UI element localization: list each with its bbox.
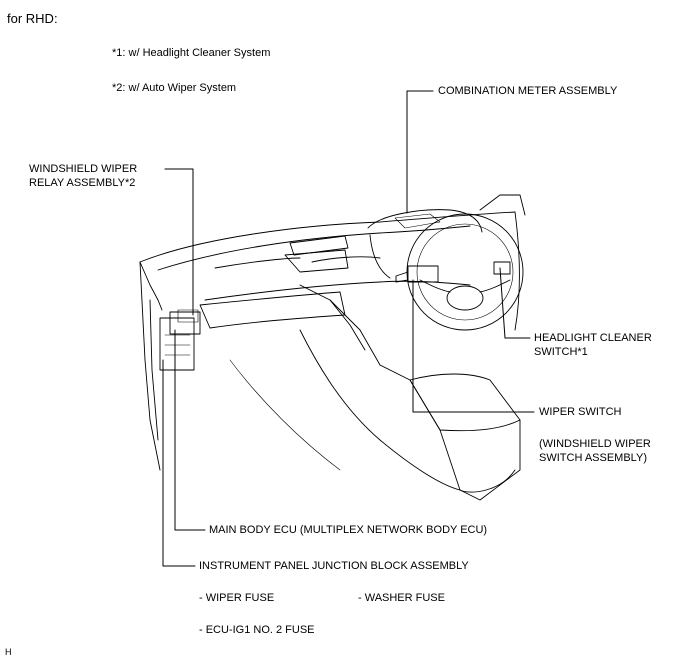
leader-headlight-cleaner	[499, 267, 531, 339]
label-junction-block: INSTRUMENT PANEL JUNCTION BLOCK ASSEMBLY	[199, 560, 469, 572]
main-body-ecu-box	[169, 311, 201, 335]
page-heading: for RHD:	[7, 11, 58, 26]
center-vent-right	[311, 256, 381, 263]
floor-console-side	[379, 364, 521, 501]
center-vent-left	[284, 249, 349, 273]
dashboard-left-end	[139, 261, 163, 311]
defroster-vent	[289, 235, 349, 256]
fuse-ecu-ig1: - ECU-IG1 NO. 2 FUSE	[199, 624, 315, 636]
meter-assembly-outline	[394, 213, 441, 229]
floor-console-top	[409, 373, 521, 432]
upper-trim-line	[214, 257, 301, 269]
leader-wiper-relay	[164, 168, 194, 316]
steering-wheel-outer	[406, 213, 524, 331]
steering-spoke-right	[479, 279, 511, 293]
note-headlight-cleaner: *1: w/ Headlight Cleaner System	[112, 47, 271, 59]
dashboard-top-edge	[139, 211, 516, 263]
label-wiper-relay-line1: WINDSHIELD WIPER	[29, 163, 138, 175]
fuse-washer: - WASHER FUSE	[358, 592, 445, 604]
center-console-top	[299, 284, 381, 366]
label-wiper-switch-assy-line1: (WINDSHIELD WIPER	[539, 438, 651, 450]
label-headlight-cleaner-line1: HEADLIGHT CLEANER	[534, 332, 652, 344]
wiper-switch-stalk	[395, 271, 409, 283]
fuse-wiper: - WIPER FUSE	[199, 592, 275, 604]
leader-junction-block	[162, 359, 196, 567]
headlight-cleaner-switch-body	[493, 261, 511, 275]
driver-door-line	[479, 194, 526, 216]
label-wiper-switch: WIPER SWITCH	[539, 406, 622, 418]
leader-main-body-ecu	[174, 329, 206, 531]
label-headlight-cleaner-line2: SWITCH*1	[534, 346, 588, 358]
junction-block-box	[159, 317, 195, 371]
steering-wheel-inner	[416, 223, 514, 321]
dashboard-right-edge	[514, 211, 520, 331]
wiper-relay-box	[177, 309, 199, 323]
leader-wiper-switch	[412, 279, 535, 413]
left-kick-panel	[139, 261, 161, 471]
left-door-trim	[149, 299, 159, 441]
floor-console-front	[459, 469, 516, 493]
carpet-line	[229, 359, 341, 471]
note-auto-wiper: *2: w/ Auto Wiper System	[112, 82, 237, 94]
floor-line-left	[299, 329, 461, 491]
steering-spoke-left	[419, 279, 451, 293]
steering-hub	[446, 285, 484, 311]
wiper-switch-body	[407, 265, 439, 283]
label-combination-meter: COMBINATION METER ASSEMBLY	[438, 85, 618, 97]
leader-combination-meter	[406, 90, 434, 214]
meter-hood	[367, 209, 483, 233]
center-console-side	[329, 299, 366, 351]
label-main-body-ecu: MAIN BODY ECU (MULTIPLEX NETWORK BODY EC…	[209, 524, 488, 536]
dashboard-lower-edge	[204, 280, 471, 301]
corner-mark: H	[5, 647, 12, 657]
label-wiper-switch-assy-line2: SWITCH ASSEMBLY)	[539, 452, 647, 464]
label-wiper-relay-line2: RELAY ASSEMBLY*2	[29, 177, 136, 189]
dashboard-top-inner	[157, 225, 471, 271]
meter-hood-lower	[369, 234, 391, 279]
